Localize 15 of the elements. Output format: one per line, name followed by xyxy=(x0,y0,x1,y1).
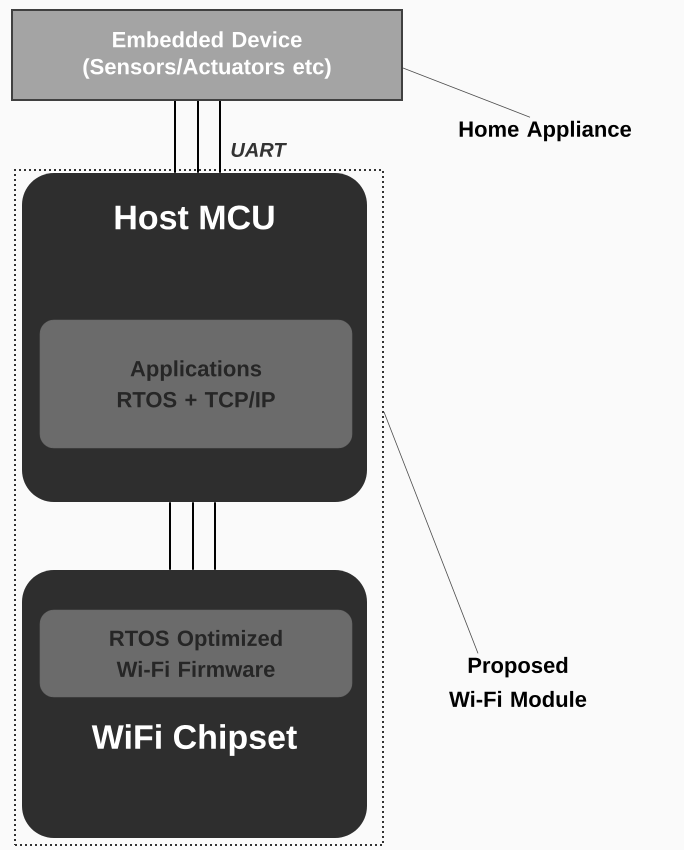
software-box: RTOS Optimized Wi-Fi Firmware xyxy=(40,610,352,698)
leader-line xyxy=(402,68,530,118)
bus-line xyxy=(169,502,171,570)
edge-label: UART xyxy=(229,142,287,158)
module-outline xyxy=(14,169,384,846)
callout-text: Home Appliance xyxy=(460,120,632,142)
software-box: Applications RTOS + TCP/IP xyxy=(40,320,352,448)
bus-line xyxy=(214,502,216,570)
bus-line xyxy=(219,101,221,173)
callout-text: Proposed Wi-Fi Module xyxy=(449,656,586,708)
leader-line xyxy=(384,412,478,654)
device-box: Embedded Device (Sensors/Actuators etc) xyxy=(11,9,403,101)
bus-line xyxy=(197,101,199,173)
bus-line xyxy=(174,101,176,173)
bus-line xyxy=(192,502,194,570)
